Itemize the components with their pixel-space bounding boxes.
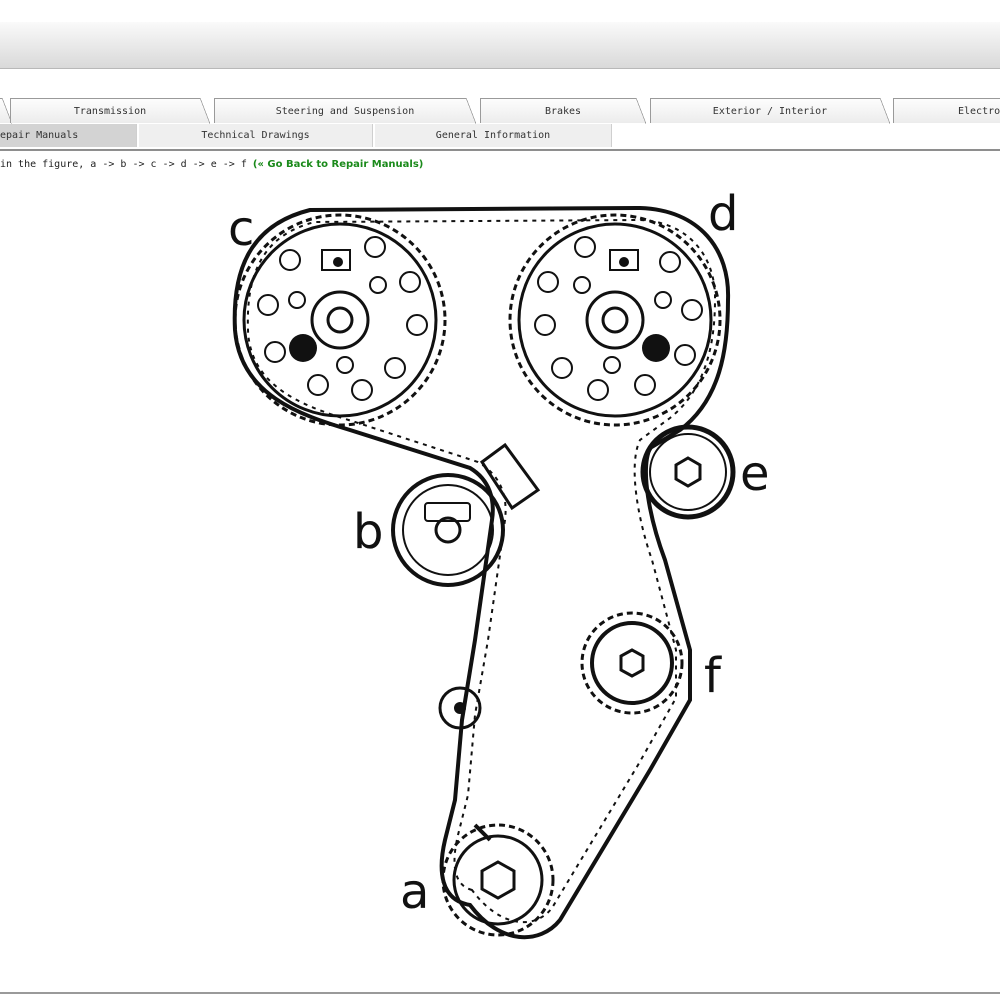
crankshaft-gear-a: [441, 823, 555, 937]
small-idler: [438, 686, 482, 730]
tab-label: Technical Drawings: [201, 130, 310, 141]
label-b: b: [353, 504, 383, 560]
instruction-line: in the figure, a -> b -> c -> d -> e -> …: [0, 159, 423, 170]
tab-electronics[interactable]: Electron: [893, 98, 1000, 123]
tab-label: Exterior / Interior: [712, 105, 828, 117]
label-e: e: [740, 446, 770, 502]
category-tabs: Transmission Steering and Suspension Bra…: [0, 98, 1000, 125]
tab-label: Transmission: [73, 105, 147, 117]
tensioner-pulley-b: [391, 442, 541, 587]
label-d: d: [708, 186, 738, 242]
tab-label: Brakes: [544, 105, 582, 117]
timing-belt-diagram: a b c d e f: [228, 186, 770, 940]
title-bar: [0, 22, 1000, 69]
tab-steering-suspension[interactable]: Steering and Suspension: [214, 98, 476, 124]
camshaft-gear-c: [233, 213, 447, 427]
water-pump-gear-f: [580, 611, 684, 715]
camshaft-gear-d: [508, 213, 722, 427]
instruction-text: in the figure, a -> b -> c -> d -> e -> …: [0, 159, 247, 170]
label-a: a: [400, 864, 429, 920]
tab-general-information[interactable]: General Information: [375, 124, 612, 147]
tab-brakes[interactable]: Brakes: [480, 98, 646, 124]
tab-repair-manuals[interactable]: epair Manuals: [0, 124, 137, 147]
label-f: f: [704, 648, 722, 704]
tab-label: Steering and Suspension: [275, 105, 415, 117]
tab-label: epair Manuals: [0, 130, 79, 141]
timing-belt-inner: [246, 218, 717, 923]
bottom-divider: [0, 992, 1000, 994]
back-to-repair-manuals-link[interactable]: (« Go Back to Repair Manuals): [252, 159, 424, 170]
tab-technical-drawings[interactable]: Technical Drawings: [139, 124, 373, 147]
tab-exterior-interior[interactable]: Exterior / Interior: [650, 98, 890, 124]
label-c: c: [228, 201, 254, 257]
tab-label: General Information: [435, 130, 551, 141]
tab-label: Electron: [958, 105, 1000, 117]
idler-pulley-e: [640, 424, 736, 520]
subsection-tabs: epair Manuals Technical Drawings General…: [0, 124, 1000, 151]
tab-transmission[interactable]: Transmission: [10, 98, 210, 124]
